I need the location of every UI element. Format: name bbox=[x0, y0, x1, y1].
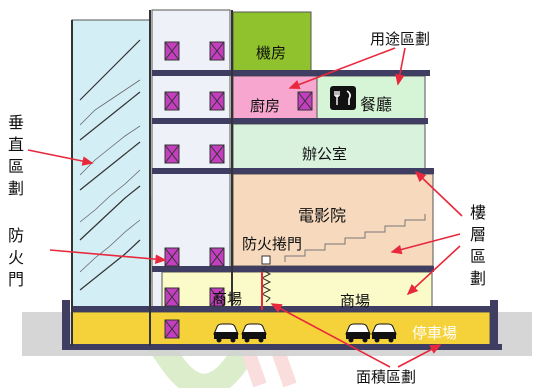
cinema-label: 電影院 bbox=[298, 206, 347, 225]
arrow-area-1 bbox=[270, 303, 391, 368]
fork-knife-icon bbox=[330, 86, 356, 110]
arrow-vertical bbox=[27, 149, 94, 166]
restaurant-label: 餐廳 bbox=[360, 95, 393, 114]
fire-door-callout: 防火門 bbox=[8, 226, 25, 289]
fire-shutter-icon bbox=[260, 255, 272, 303]
fire-door bbox=[209, 41, 225, 61]
shop-left-label: 商場 bbox=[212, 290, 243, 308]
fire-door bbox=[164, 91, 180, 111]
arrow-use-to-restaurant bbox=[395, 47, 406, 86]
arrow-firedoor bbox=[49, 249, 167, 264]
parking-room bbox=[71, 311, 491, 347]
car-icon bbox=[345, 323, 371, 343]
arrow-use-to-kitchen bbox=[288, 47, 396, 90]
arrow-floor-3 bbox=[406, 245, 461, 296]
fire-shutter-label: 防火捲門 bbox=[242, 235, 303, 253]
office-label: 辦公室 bbox=[302, 145, 348, 163]
building-edges bbox=[71, 10, 233, 346]
fire-door bbox=[164, 247, 180, 267]
fire-door bbox=[164, 287, 180, 307]
fire-door bbox=[209, 144, 225, 164]
parking-label: 停車場 bbox=[412, 324, 458, 342]
floor-zoning-callout: 樓層區劃 bbox=[470, 203, 487, 288]
callout-arrows bbox=[27, 47, 463, 368]
fire-door bbox=[164, 41, 180, 61]
fire-door bbox=[164, 144, 180, 164]
fire-door-group bbox=[164, 41, 313, 339]
arrow-floor-2 bbox=[390, 233, 461, 255]
stair-tower bbox=[71, 19, 151, 313]
car-icon bbox=[371, 323, 397, 343]
use-zoning-callout: 用途區劃 bbox=[370, 30, 431, 48]
shop-right-label: 商場 bbox=[340, 292, 371, 310]
fire-door bbox=[164, 319, 180, 339]
car-icon bbox=[213, 323, 239, 343]
fire-door bbox=[209, 247, 225, 267]
machine-room-label: 機房 bbox=[256, 44, 287, 62]
kitchen-label: 廚房 bbox=[250, 97, 281, 115]
fire-door bbox=[209, 91, 225, 111]
arrow-area-2 bbox=[397, 344, 442, 368]
arrow-floor-1 bbox=[414, 170, 463, 217]
floor-slabs bbox=[62, 70, 502, 350]
vertical-zoning-callout: 垂直區劃 bbox=[8, 113, 25, 198]
area-zoning-callout: 面積區劃 bbox=[356, 368, 417, 386]
fire-door bbox=[209, 287, 225, 307]
cinema-seating-steps bbox=[284, 214, 426, 262]
car-icon bbox=[241, 323, 267, 343]
fire-door bbox=[297, 91, 313, 111]
